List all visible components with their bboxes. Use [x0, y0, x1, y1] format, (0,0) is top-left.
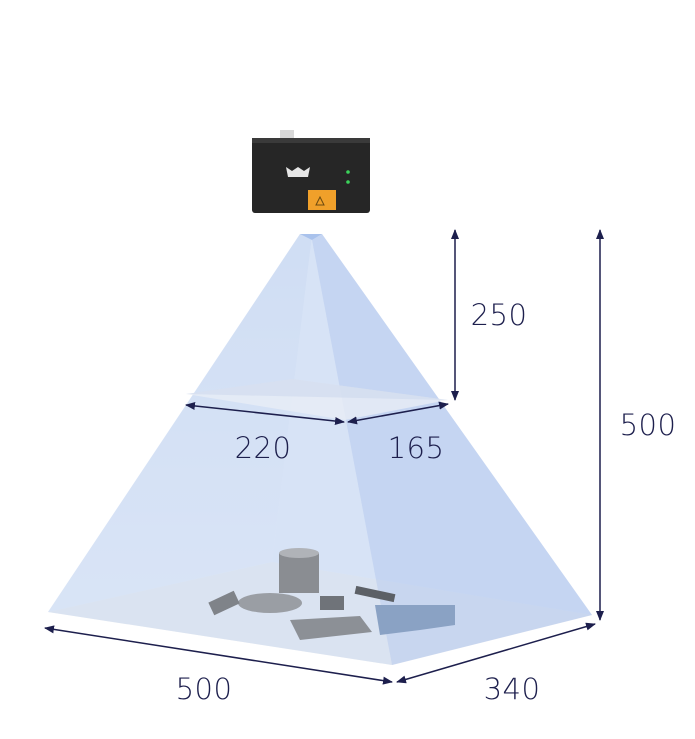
dimension-arrows: [44, 229, 604, 685]
field-of-view-frustum: [48, 234, 592, 665]
near-width-label: 220: [234, 431, 292, 465]
far-width-label: 500: [175, 672, 233, 706]
logo-icon: [286, 167, 310, 177]
near-distance-label: 250: [470, 298, 528, 332]
far-depth-label: 340: [483, 672, 541, 706]
camera-device: [252, 130, 370, 213]
far-distance-label: 500: [619, 408, 677, 442]
near-depth-label: 165: [387, 431, 445, 465]
